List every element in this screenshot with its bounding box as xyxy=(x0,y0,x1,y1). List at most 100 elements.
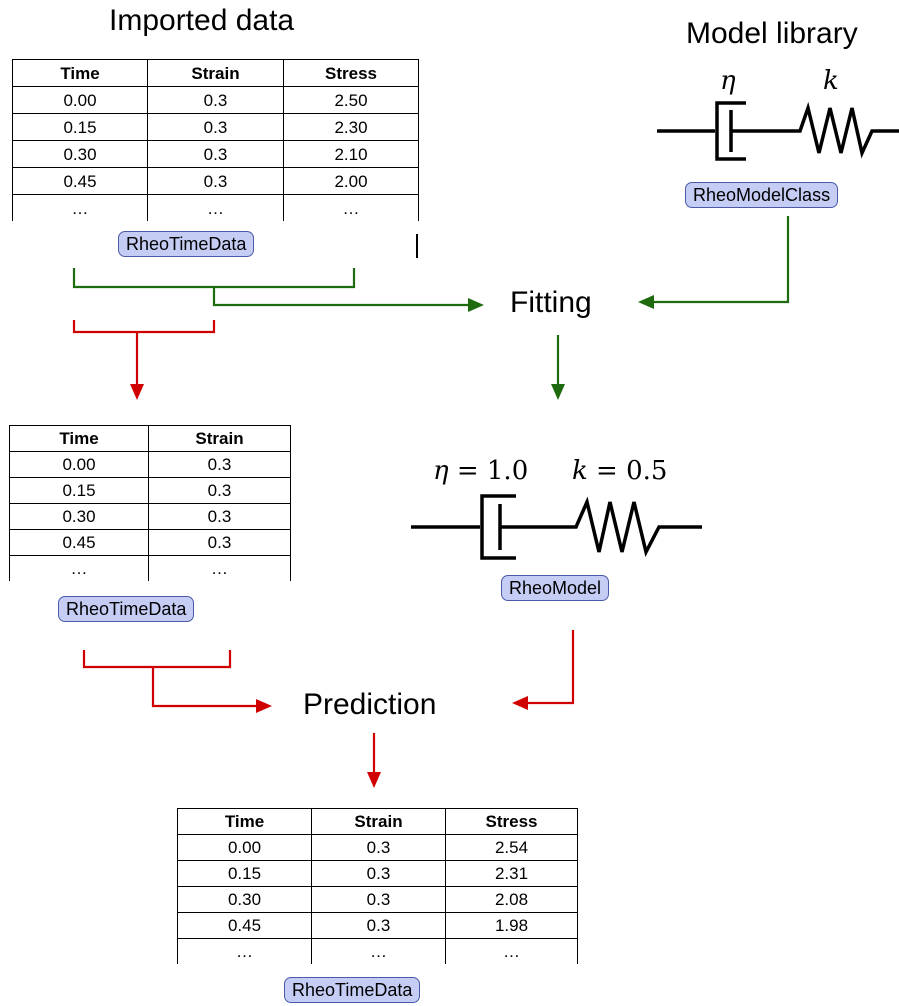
table-cell: 0.3 xyxy=(311,912,446,939)
table-cell: 0.15 xyxy=(177,860,312,887)
table-cell: 0.3 xyxy=(147,140,284,168)
table-row: ……… xyxy=(177,938,578,964)
table-cell: 0.3 xyxy=(311,860,446,887)
table-edge-line xyxy=(416,234,418,258)
table-cell: 2.10 xyxy=(283,140,419,168)
table-cell: 2.31 xyxy=(445,860,578,887)
table-cell: 0.3 xyxy=(148,503,291,530)
k-symbol: k xyxy=(572,456,588,486)
table-cell: 0.3 xyxy=(147,86,284,114)
k-parameter: k = 0.5 xyxy=(572,456,667,486)
model-library-title: Model library xyxy=(686,17,858,50)
prediction-label: Prediction xyxy=(303,688,437,721)
table-cell: 0.00 xyxy=(12,86,148,114)
red-connector-from-model xyxy=(526,630,575,705)
fitting-label: Fitting xyxy=(510,286,592,319)
table-cell: 2.50 xyxy=(283,86,419,114)
column-header-time: Time xyxy=(12,59,148,87)
table-header-row: Time Strain xyxy=(9,425,291,452)
column-header-strain: Strain xyxy=(311,808,446,835)
table-cell: … xyxy=(12,194,148,221)
table-row: …… xyxy=(9,555,291,581)
maxwell-element-fitted xyxy=(411,494,702,560)
table-cell: … xyxy=(283,194,419,221)
table-cell: … xyxy=(148,555,291,581)
table-cell: 0.30 xyxy=(9,503,149,530)
table-header-row: Time Strain Stress xyxy=(12,59,419,87)
input-data-class-tag: RheoTimeData xyxy=(58,596,195,622)
table-cell: … xyxy=(177,938,312,964)
table-cell: 0.3 xyxy=(148,451,291,478)
table-cell: 0.3 xyxy=(147,113,284,141)
green-bracket xyxy=(72,268,356,289)
imported-data-title: Imported data xyxy=(109,4,295,37)
table-cell: … xyxy=(147,194,284,221)
table-cell: 2.00 xyxy=(283,167,419,195)
table-cell: 0.30 xyxy=(12,140,148,168)
column-header-time: Time xyxy=(9,425,149,452)
red-arrowhead-down-1 xyxy=(130,384,144,400)
eta-symbol: η xyxy=(720,66,736,96)
table-cell: 0.45 xyxy=(12,167,148,195)
model-instance-tag: RheoModel xyxy=(501,575,610,601)
table-cell: 2.08 xyxy=(445,886,578,913)
table-cell: 0.00 xyxy=(9,451,149,478)
predicted-data-class-tag: RheoTimeData xyxy=(284,977,421,1003)
table-cell: … xyxy=(445,938,578,964)
column-header-stress: Stress xyxy=(283,59,419,87)
table-cell: 1.98 xyxy=(445,912,578,939)
table-cell: 0.30 xyxy=(177,886,312,913)
eta-value: = 1.0 xyxy=(456,456,529,486)
table-cell: 0.3 xyxy=(311,886,446,913)
red-bracket-bottom xyxy=(82,650,232,669)
table-cell: … xyxy=(311,938,446,964)
k-value: = 0.5 xyxy=(596,456,668,486)
green-arrowhead-down xyxy=(551,384,565,400)
red-connector-to-prediction xyxy=(151,667,256,708)
table-cell: 0.3 xyxy=(148,477,291,504)
column-header-strain: Strain xyxy=(147,59,284,87)
model-class-tag: RheoModelClass xyxy=(685,182,839,208)
table-cell: 0.00 xyxy=(177,834,312,861)
table-cell: 2.30 xyxy=(283,113,419,141)
red-arrowhead-right xyxy=(256,699,272,713)
green-connector-to-fitting xyxy=(212,287,476,307)
table-cell: 2.54 xyxy=(445,834,578,861)
eta-symbol: η xyxy=(433,456,449,486)
table-cell: 0.3 xyxy=(148,529,291,556)
table-cell: 0.45 xyxy=(177,912,312,939)
table-header-row: Time Strain Stress xyxy=(177,808,578,835)
green-arrowhead-right xyxy=(468,298,484,312)
table-cell: 0.45 xyxy=(9,529,149,556)
maxwell-element-library xyxy=(657,101,899,161)
red-arrowhead-left xyxy=(512,696,528,710)
column-header-time: Time xyxy=(177,808,312,835)
red-bracket-top xyxy=(72,320,216,334)
table-cell: 0.15 xyxy=(9,477,149,504)
table-cell: … xyxy=(9,555,149,581)
table-cell: 0.3 xyxy=(311,834,446,861)
column-header-stress: Stress xyxy=(445,808,578,835)
green-connector-from-library xyxy=(652,216,790,304)
column-header-strain: Strain xyxy=(148,425,291,452)
red-arrowhead-down-2 xyxy=(367,772,381,788)
eta-parameter: η = 1.0 xyxy=(433,456,528,486)
green-arrowhead-left xyxy=(638,295,654,309)
k-symbol: k xyxy=(823,66,839,96)
table-row: ……… xyxy=(12,194,419,221)
